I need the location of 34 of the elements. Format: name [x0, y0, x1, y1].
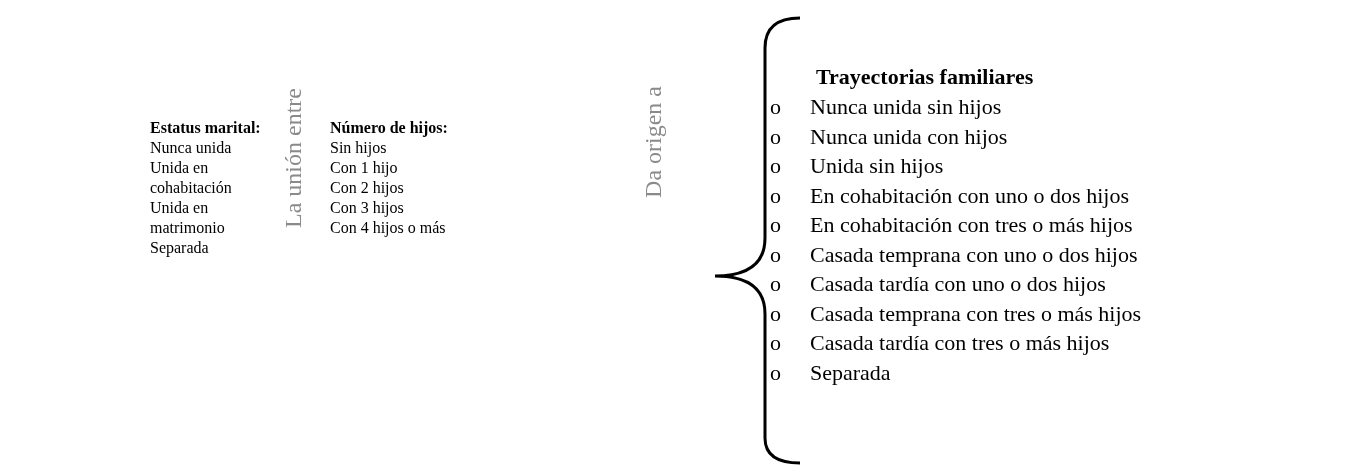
list-item: En cohabitación con uno o dos hijos — [810, 181, 1129, 210]
list-marker: o — [770, 358, 782, 387]
list-item: Nunca unida sin hijos — [810, 93, 1002, 121]
vertical-label: Da origen a — [640, 86, 667, 198]
list-item: Unida en matrimonio — [150, 198, 226, 238]
list-item: Con 3 hijos — [330, 198, 405, 218]
list-item: Nunca unida con hijos — [810, 122, 1008, 151]
list-marker: o — [770, 299, 782, 328]
list-marker: o — [770, 122, 782, 151]
list-marker: o — [770, 211, 782, 239]
list-marker: o — [770, 270, 782, 298]
heading: Estatus marital: — [150, 118, 262, 138]
list-item: Sin hijos — [330, 138, 388, 158]
list-item: Casada temprana con tres o más hijos — [810, 299, 1142, 328]
vertical-label: La unión entre — [280, 88, 307, 228]
list-marker: o — [770, 152, 782, 180]
list-item: Con 4 hijos o más — [330, 218, 447, 238]
list-item: Unida en cohabitación — [150, 158, 233, 198]
list-item: Casada tardía con tres o más hijos — [810, 329, 1110, 357]
list-item: Unida sin hijos — [810, 152, 944, 180]
list-item: Con 2 hijos — [330, 178, 405, 198]
list-marker: o — [770, 329, 782, 357]
heading: Número de hijos: — [330, 118, 449, 138]
list-item: Casada tardía con uno o dos hijos — [810, 270, 1106, 298]
list-item: En cohabitación con tres o más hijos — [810, 211, 1133, 239]
list-item: Nunca unida — [150, 138, 233, 158]
list-item: Separada — [150, 238, 210, 258]
list-item: Separada — [810, 358, 891, 387]
list-marker: o — [770, 93, 782, 121]
list-item: Casada temprana con uno o dos hijos — [810, 240, 1138, 269]
list-marker: o — [770, 240, 782, 269]
list-marker: o — [770, 181, 782, 210]
heading: Trayectorias familiares — [816, 63, 1035, 91]
list-item: Con 1 hijo — [330, 158, 399, 178]
